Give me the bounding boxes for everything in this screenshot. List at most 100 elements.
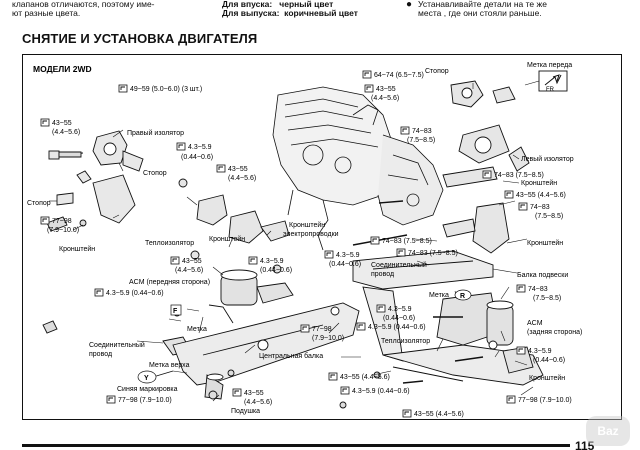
torque-label-25: 4.3~5.9 (388, 306, 412, 313)
torque-label-10b: (4.4~5.6) (244, 399, 272, 406)
torque-label-11b: (7.9~10.0) (312, 335, 344, 342)
top-col3-body: Устанавливайте детали на те же места , г… (418, 0, 547, 18)
engine-block-illustration (272, 86, 444, 251)
center-beam-illustration (152, 302, 360, 400)
torque-label-13: 4.3~5.9 (0.44~0.6) (352, 388, 410, 395)
torque-label-3b: (0.44~0.6) (181, 154, 213, 161)
suspension-beam-illustration (352, 250, 544, 386)
right-isolator-illustration (48, 130, 144, 224)
fr-label: FR (546, 87, 555, 93)
heat-isolator2-label: Теплоизолятор (381, 338, 430, 345)
torque-label-21: 74~83 (7.5~8.5) (382, 238, 432, 245)
acm-rear-label-2: (задняя сторона) (527, 329, 582, 336)
torque-label-2b: (4.4~5.6) (52, 129, 80, 136)
section-title: СНЯТИЕ И УСТАНОВКА ДВИГАТЕЛЯ (22, 31, 258, 46)
mark-y-letter: Y (144, 375, 149, 382)
bracket-label-3: Кронштейн (521, 179, 557, 187)
torque-label-7b: (0.44~0.6) (260, 267, 292, 274)
torque-label-14: 43~55 (4.4~5.6) (414, 411, 464, 418)
bullet-icon: ● (406, 0, 413, 10)
conn-wire2-label-1: Соединительный (371, 261, 427, 269)
torque-label-7: 4.3~5.9 (260, 258, 284, 265)
top-col2-line2: Для выпуска: коричневый цвет (222, 8, 358, 18)
torque-label-23b: (0.44~0.6) (329, 261, 361, 268)
watermark-logo: Baz (586, 416, 630, 446)
mark-top-label: Метка верха (149, 362, 190, 369)
acm-rear-label-1: ACM (527, 320, 543, 327)
mark-f-box (170, 304, 182, 316)
conn-wire2-label-2: провод (371, 271, 394, 278)
mark-r-oval (454, 289, 472, 301)
engine-diagram: МОДЕЛИ 2WD (27, 62, 582, 418)
pad-label: Подушка (231, 408, 260, 415)
stopper-label-2: Стопор (27, 200, 51, 207)
top-col3-text: ● Устанавливайте детали на те же места ,… (406, 0, 628, 18)
center-beam-label: Центральная балка (259, 352, 323, 360)
long-bolts-illustration (352, 200, 484, 384)
torque-label-6b: (4.4~5.6) (175, 267, 203, 274)
diagram-frame: МОДЕЛИ 2WD (22, 54, 622, 420)
torque-label-5: 43~55 (228, 166, 248, 173)
susp-beam-label: Балка подвески (517, 272, 568, 279)
torque-label-12: 43~55 (4.4~5.6) (340, 374, 390, 381)
top-text-fragment: клапанов отличаются, поэтому име- ют раз… (0, 0, 640, 20)
torque-label-15: 64~74 (6.5~7.5) (374, 72, 424, 79)
bottom-rule (22, 444, 570, 447)
mark-r-letter: R (460, 293, 465, 300)
leader-lines (49, 80, 540, 402)
front-mark-label: Метка переда (527, 62, 572, 69)
torque-label-20b: (7.5~8.5) (535, 213, 563, 220)
bracket-elec-label-2: электропроводки (283, 231, 339, 238)
torque-label-11: 77~98 (312, 326, 332, 333)
torque-label-28: 77~98 (7.9~10.0) (518, 397, 572, 404)
torque-label-26: 4.3~5.9 (0.44~0.6) (368, 324, 426, 331)
torque-label-8: 4.3~5.9 (0.44~0.6) (106, 290, 164, 297)
mark-f-letter: F (173, 308, 178, 315)
mark-y-oval (137, 370, 157, 384)
stopper-label-3: Стопор (425, 68, 449, 75)
model-label: МОДЕЛИ 2WD (33, 64, 92, 74)
mark-f-label: Метка (187, 326, 207, 333)
stopper-label-1: Стопор (143, 170, 167, 177)
torque-label-23: 4.3~5.9 (336, 252, 360, 259)
bracket-elec-label-1: Кронштейн (289, 221, 325, 229)
torque-label-17b: (7.5~8.5) (407, 137, 435, 144)
blue-mark-label: Синяя маркировка (117, 386, 178, 393)
torque-label-18: 74~83 (7.5~8.5) (494, 172, 544, 179)
bracket-label-2: Кронштейн (209, 235, 245, 243)
left-isolator-label: Левый изолятор (521, 155, 574, 163)
torque-label-4: 77~98 (52, 218, 72, 225)
torque-label-4b: (7.9~10.0) (47, 227, 79, 234)
torque-label-24b: (7.5~8.5) (533, 295, 561, 302)
torque-label-24: 74~83 (528, 286, 548, 293)
right-isolator-label: Правый изолятор (127, 129, 184, 137)
bracket-label-1: Кронштейн (59, 245, 95, 253)
torque-label-25b: (0.44~0.6) (383, 315, 415, 322)
torque-label-17: 74~83 (412, 128, 432, 135)
torque-label-20: 74~83 (530, 204, 550, 211)
bracket-label-4: Кронштейн (527, 239, 563, 247)
torque-label-27b: (0.44~0.6) (533, 357, 565, 364)
torque-label-3: 4.3~5.9 (188, 144, 212, 151)
torque-label-16b: (4.4~5.6) (371, 95, 399, 102)
torque-label-27: 4.3~5.9 (528, 348, 552, 355)
top-col2-text: Для впуска: черный цвет Для выпуска: кор… (222, 0, 402, 18)
front-mark-icon (538, 70, 568, 92)
torque-label-2: 43~55 (52, 120, 72, 127)
top-col2-line1: Для впуска: черный цвет (222, 0, 334, 9)
torque-label-6: 43~55 (182, 258, 202, 265)
bracket-label-5: Кронштейн (529, 374, 565, 382)
torque-label-9: 77~98 (7.9~10.0) (118, 397, 172, 404)
torque-label-10: 43~55 (244, 390, 264, 397)
left-isolator-illustration (442, 80, 530, 254)
heat-isolator-label: Теплоизолятор (145, 240, 194, 247)
heat-isolator-illustration (178, 178, 290, 260)
top-col1-text: клапанов отличаются, поэтому име- ют раз… (12, 0, 155, 18)
conn-wire-label-1: Соединительный (89, 341, 145, 349)
mark-r-label: Метка (429, 292, 449, 299)
torque-label-1: 49~59 (5.0~6.0) (3 шт.) (130, 86, 202, 93)
acm-front-label: ACM (передняя сторона) (129, 279, 210, 286)
torque-label-22: 74~83 (7.5~8.5) (408, 250, 458, 257)
torque-label-16: 43~55 (376, 86, 396, 93)
torque-label-19: 43~55 (4.4~5.6) (516, 192, 566, 199)
